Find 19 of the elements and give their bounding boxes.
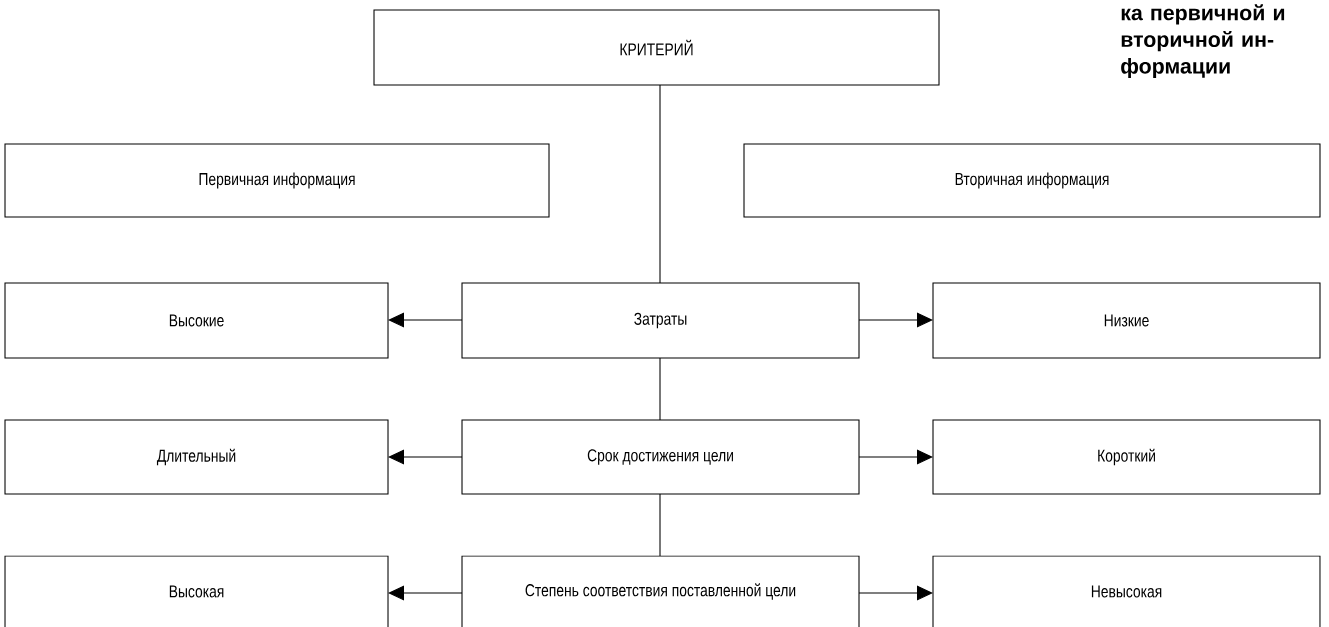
box: Длительный: [4, 419, 389, 495]
box: Затраты: [461, 282, 860, 359]
box: КРИТЕРИЙ: [373, 9, 940, 86]
arrow: [858, 449, 933, 465]
box: Вторичная информация: [743, 143, 1321, 218]
box: Низкие: [932, 282, 1321, 359]
box: Короткий: [932, 419, 1321, 495]
box: Высокие: [4, 282, 389, 359]
arrow: [388, 585, 463, 601]
arrow: [388, 312, 463, 328]
box: Первичная информация: [4, 143, 550, 218]
box: Высокая: [4, 555, 389, 627]
box: Невысокая: [932, 555, 1321, 627]
arrow: [388, 449, 463, 465]
box: Степень соответствия поставленной цели: [461, 555, 860, 627]
caption-text: ка первичной и вторичной ин- формации: [1121, 4, 1285, 78]
box: Срок достижения цели: [461, 419, 860, 495]
arrow: [858, 585, 933, 601]
arrow: [858, 312, 933, 328]
